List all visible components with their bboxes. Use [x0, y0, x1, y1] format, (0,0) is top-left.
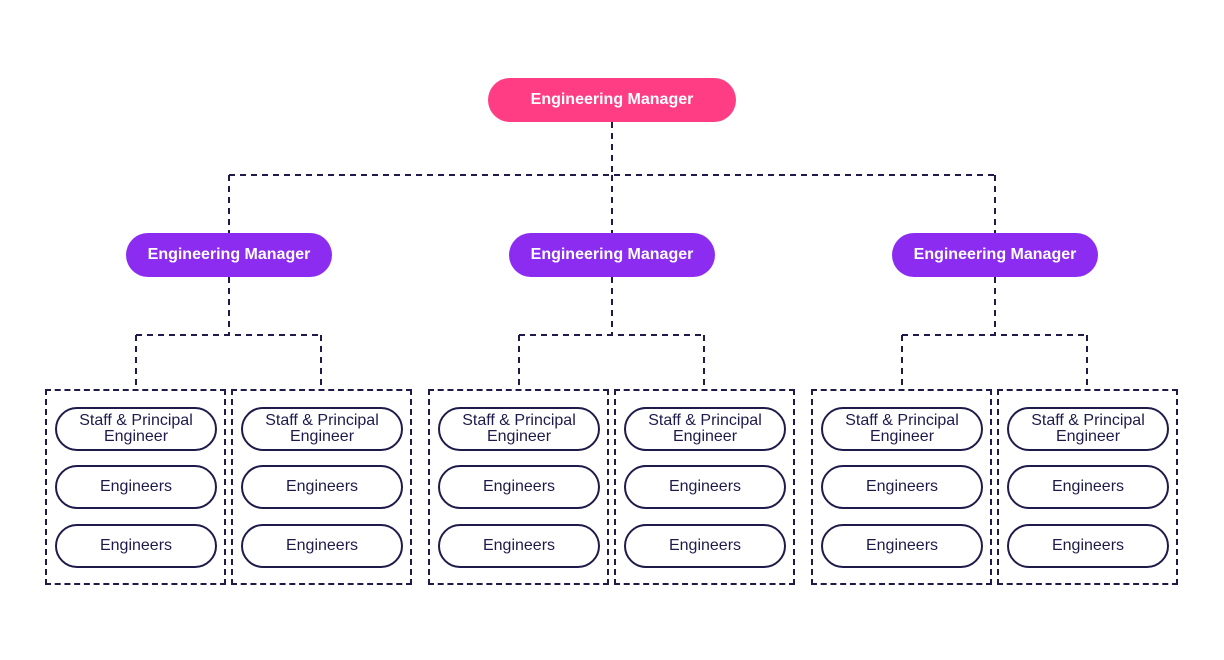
engineers-node: Engineers [55, 524, 217, 568]
top-engineering-manager-node: Engineering Manager [488, 78, 736, 122]
engineering-manager-node-3: Engineering Manager [892, 233, 1098, 277]
team-box-1: Staff & Principal Engineer Engineers Eng… [45, 389, 226, 585]
engineers-node: Engineers [624, 524, 786, 568]
team-box-5: Staff & Principal Engineer Engineers Eng… [811, 389, 992, 585]
staff-principal-engineer-node: Staff & Principal Engineer [624, 407, 786, 451]
staff-principal-engineer-node: Staff & Principal Engineer [1007, 407, 1169, 451]
team-box-6: Staff & Principal Engineer Engineers Eng… [997, 389, 1178, 585]
engineers-node: Engineers [438, 465, 600, 509]
team-box-3: Staff & Principal Engineer Engineers Eng… [428, 389, 609, 585]
engineers-node: Engineers [438, 524, 600, 568]
engineers-node: Engineers [821, 524, 983, 568]
engineering-manager-node-2: Engineering Manager [509, 233, 715, 277]
engineers-node: Engineers [241, 465, 403, 509]
engineers-node: Engineers [624, 465, 786, 509]
engineering-manager-node-1: Engineering Manager [126, 233, 332, 277]
staff-principal-engineer-node: Staff & Principal Engineer [438, 407, 600, 451]
team-box-4: Staff & Principal Engineer Engineers Eng… [614, 389, 795, 585]
engineers-node: Engineers [241, 524, 403, 568]
engineers-node: Engineers [55, 465, 217, 509]
staff-principal-engineer-node: Staff & Principal Engineer [55, 407, 217, 451]
engineers-node: Engineers [821, 465, 983, 509]
staff-principal-engineer-node: Staff & Principal Engineer [821, 407, 983, 451]
engineers-node: Engineers [1007, 465, 1169, 509]
team-box-2: Staff & Principal Engineer Engineers Eng… [231, 389, 412, 585]
staff-principal-engineer-node: Staff & Principal Engineer [241, 407, 403, 451]
engineers-node: Engineers [1007, 524, 1169, 568]
